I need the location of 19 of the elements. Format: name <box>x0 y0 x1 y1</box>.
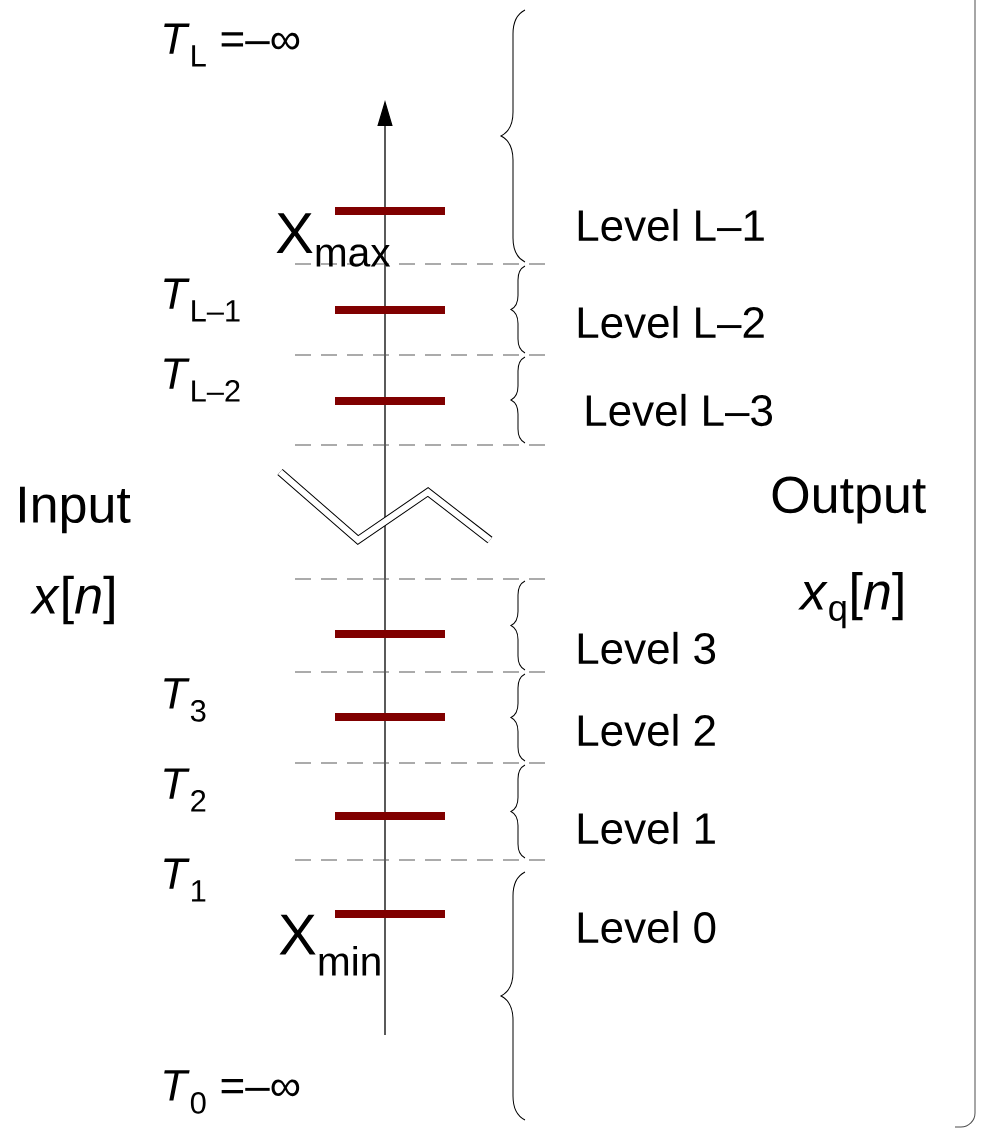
signal-label: x[n] <box>30 575 114 625</box>
threshold-label: T$_{L–2}$ <box>164 358 240 402</box>
signal-label: x$_{q}$[n] <box>798 571 903 629</box>
level-label: Level 2 <box>578 713 715 747</box>
threshold-label: T$_{2}$ <box>164 768 206 812</box>
threshold-label: T$_{0}$ =–∞ <box>164 1070 300 1114</box>
threshold-label: T$_{1}$ <box>164 858 206 902</box>
level-label: Level L–1 <box>578 208 764 242</box>
level-label: Level 1 <box>578 811 715 845</box>
axis-label: Output <box>772 476 926 524</box>
threshold-label: T$_{L}$ =–∞ <box>164 23 300 67</box>
value-label: X$_{min}$ <box>279 914 380 976</box>
level-label: Level L–2 <box>578 305 764 339</box>
threshold-label: T$_{L–1}$ <box>164 278 240 322</box>
level-label: Level 3 <box>578 631 716 665</box>
axis-label: Input <box>20 486 131 534</box>
level-label: Level L–3 <box>586 393 772 427</box>
threshold-label: T$_{3}$ <box>164 678 206 722</box>
level-label: Level 0 <box>578 910 716 944</box>
